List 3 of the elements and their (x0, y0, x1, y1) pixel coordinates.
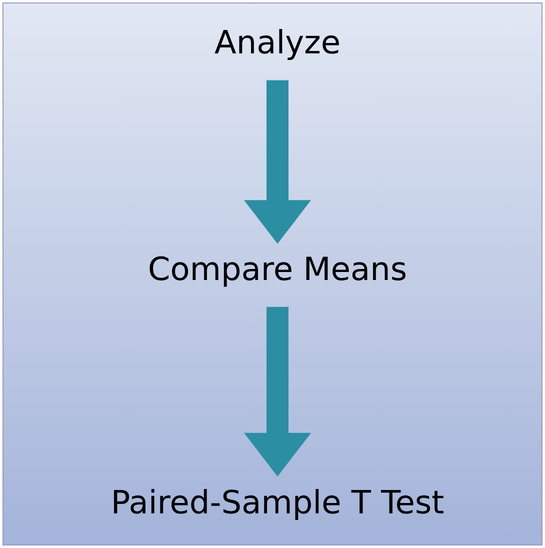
step-label: Paired-Sample T Test (114, 489, 444, 520)
step-label: Compare Means (150, 256, 406, 287)
step-label: Analyze (214, 29, 339, 60)
